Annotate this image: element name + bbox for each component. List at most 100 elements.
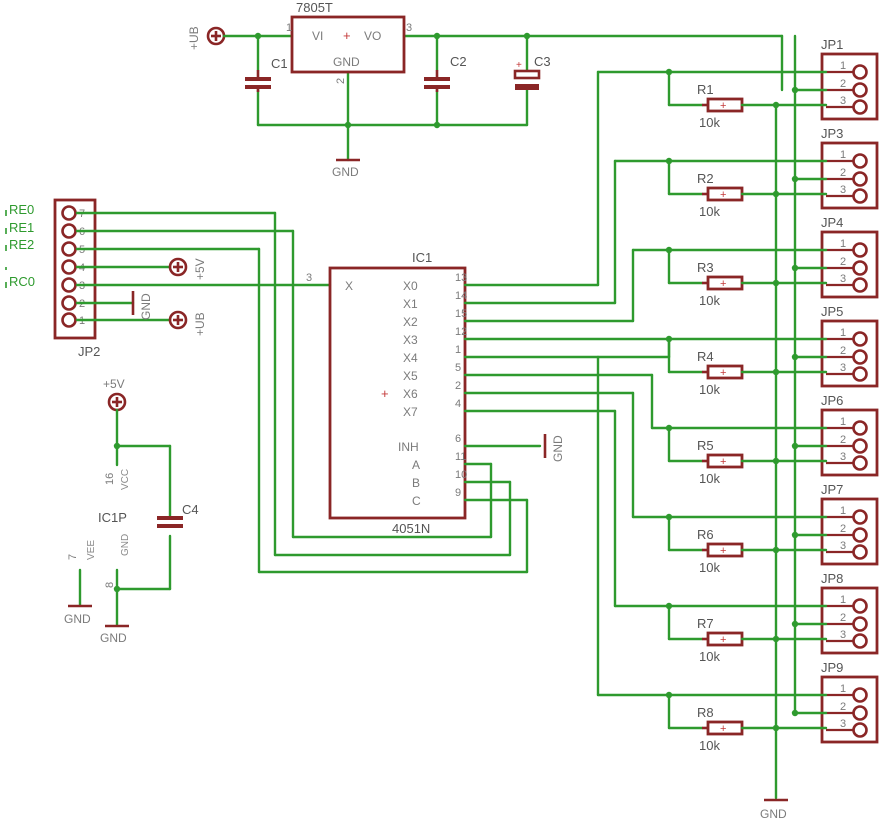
- net-re1: RE1: [9, 220, 34, 235]
- header-pin: [852, 82, 868, 98]
- ic1-inh: INH: [398, 440, 419, 454]
- header-pin-number: 3: [840, 718, 846, 730]
- regulator-pin3: 3: [406, 22, 412, 34]
- gnd-reg-label: GND: [332, 165, 359, 179]
- ic1-signal: X7: [403, 405, 418, 419]
- header-box: [820, 230, 879, 299]
- header-pin: [852, 331, 868, 347]
- ic1-signal: X4: [403, 351, 418, 365]
- svg-text:+: +: [720, 634, 726, 646]
- regulator-gnd: GND: [333, 55, 360, 69]
- header-box: [820, 586, 879, 655]
- ic1-output-wire-x4: [596, 337, 671, 697]
- ic1p-v5-label: +5V: [103, 377, 125, 391]
- resistor-label: R6: [697, 527, 714, 542]
- ic1-signal: X3: [403, 333, 418, 347]
- resistor-label: R3: [697, 260, 714, 275]
- ic1-signal: X5: [403, 369, 418, 383]
- regulator-name: 7805T: [296, 0, 333, 15]
- header-pin: [852, 171, 868, 187]
- header-pin: [852, 99, 868, 115]
- regulator-7805: 7805T VI VO GND + 1 3 2: [286, 0, 412, 84]
- header-pin: [852, 260, 868, 276]
- gnd-bottom-label: GND: [760, 807, 787, 821]
- svg-text:+: +: [720, 723, 726, 735]
- ic1p-gnd: GND: [120, 534, 131, 556]
- ic1-output-wire: [463, 159, 617, 305]
- header-label: JP4: [821, 215, 843, 230]
- gnd-symbol-vee: GND: [64, 604, 92, 626]
- ic1-part: 4051N: [392, 521, 430, 536]
- header-pin: [852, 705, 868, 721]
- svg-text:+: +: [516, 60, 522, 71]
- svg-text:+: +: [720, 367, 726, 379]
- c2-label: C2: [450, 54, 467, 69]
- header-box: [820, 675, 879, 744]
- ic1p-pin16: 16: [104, 473, 116, 485]
- svg-text:+: +: [720, 278, 726, 290]
- header-box: [820, 141, 879, 210]
- ic1-4051: IC1 4051N X 3 + X013X114X215X312X41X55X6…: [306, 250, 565, 536]
- ic1-c: C: [412, 494, 421, 508]
- ic1-a-pin: 11: [455, 451, 466, 463]
- header-pin: [852, 527, 868, 543]
- resistor-label: R7: [697, 616, 714, 631]
- ic1-output-wire: [463, 70, 600, 287]
- header-pin-number: 2: [840, 434, 846, 446]
- ic1p-pin8: 8: [104, 582, 116, 588]
- ic1p-vee: VEE: [86, 540, 97, 560]
- jp2-gnd-label: GND: [139, 293, 153, 320]
- svg-text:+: +: [343, 28, 351, 43]
- header-pin-number: 2: [840, 78, 846, 90]
- header-pin: [852, 438, 868, 454]
- svg-text:+: +: [720, 189, 726, 201]
- gnd-symbol-inh: GND: [543, 434, 565, 462]
- net-re0: RE0: [9, 202, 34, 217]
- header-pin-number: 2: [840, 523, 846, 535]
- header-pin: [852, 509, 868, 525]
- resistor-value: 10k: [699, 649, 720, 664]
- ub-supply-jp2: +UB: [168, 310, 207, 336]
- ic1-name: IC1: [412, 250, 432, 265]
- header-pin-number: 1: [840, 594, 846, 606]
- inh-gnd-label: GND: [551, 435, 565, 462]
- header-label: JP1: [821, 37, 843, 52]
- header-label: JP9: [821, 660, 843, 675]
- ic1-inh-pin: 6: [455, 433, 461, 445]
- capacitor-c4: C4: [157, 502, 199, 528]
- header-label: JP7: [821, 482, 843, 497]
- ic1-row-x7: X74: [403, 398, 461, 419]
- resistor-label: R8: [697, 705, 714, 720]
- header-pin: [852, 349, 868, 365]
- capacitor-c1: C1: [245, 56, 288, 92]
- net-re2: RE2: [9, 237, 34, 252]
- header-pin: [852, 188, 868, 204]
- header-pin: [852, 277, 868, 293]
- header-pin-number: 3: [840, 362, 846, 374]
- header-pin: [852, 420, 868, 436]
- jp2-ub-label: +UB: [193, 312, 207, 336]
- regulator-pin1: 1: [286, 22, 292, 34]
- header-pin: [852, 64, 868, 80]
- header-pin-number: 3: [840, 184, 846, 196]
- header-pin-number: 3: [840, 273, 846, 285]
- ic1-row-x5: X55: [403, 362, 461, 383]
- resistor-value: 10k: [699, 382, 720, 397]
- ic1-c-pin: 9: [455, 487, 461, 499]
- v5-supply-ic1p: +5V: [103, 377, 127, 412]
- resistor-label: R2: [697, 171, 714, 186]
- capacitor-c3: + C3: [513, 54, 551, 90]
- header-pin-number: 2: [840, 345, 846, 357]
- header-pin: [852, 544, 868, 560]
- ic1-output-wire: [463, 248, 635, 323]
- resistor-value: 10k: [699, 560, 720, 575]
- header-pin: [852, 687, 868, 703]
- ic1-pin-number: 1: [455, 344, 461, 356]
- svg-text:+: +: [720, 545, 726, 557]
- header-pin-number: 2: [840, 701, 846, 713]
